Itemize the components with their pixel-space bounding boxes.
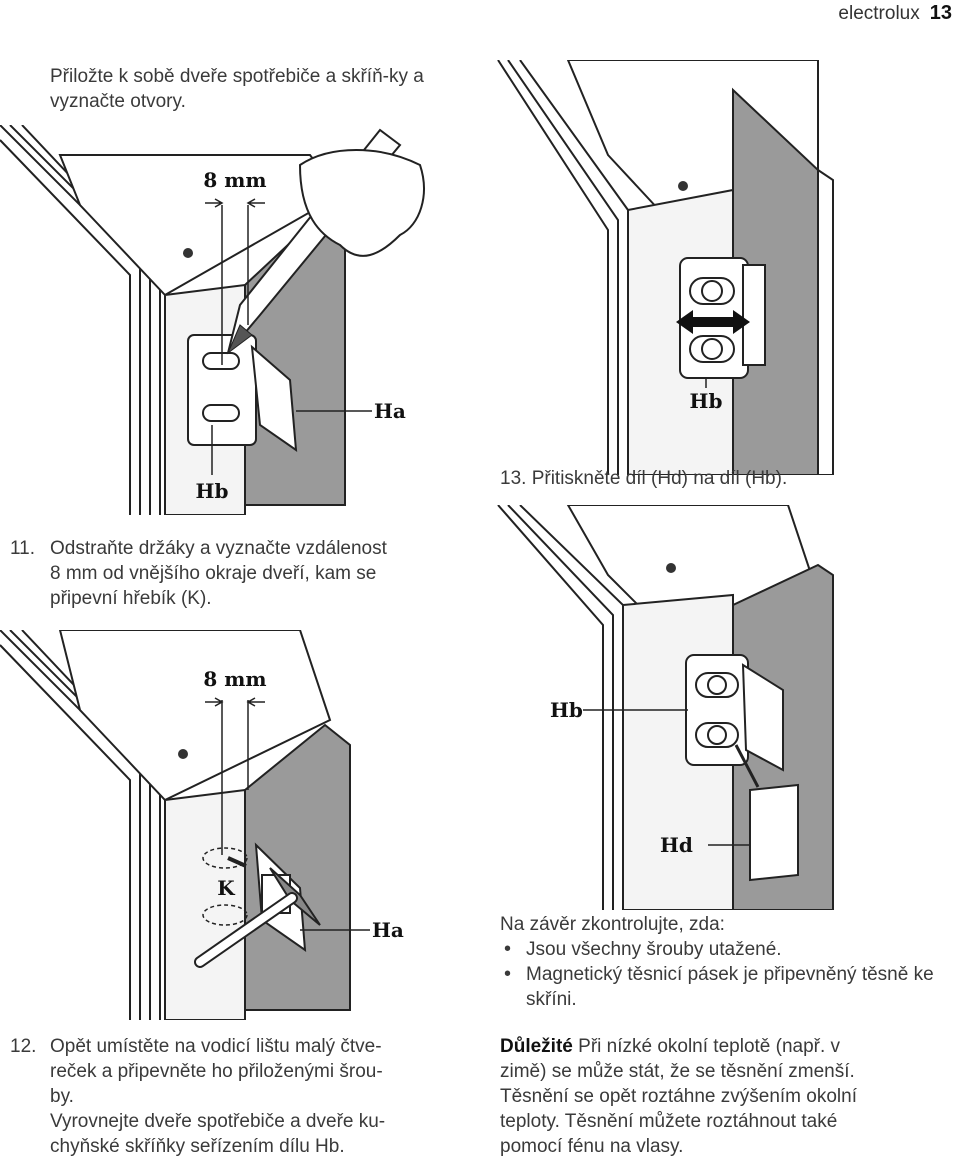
step13: 13. Přitiskněte díl (Hd) na díl (Hb). (500, 466, 940, 491)
step13-text: Přitiskněte díl (Hd) na díl (Hb). (531, 468, 788, 489)
intro-text: Přiložte k sobě dveře spotřebiče a skříň… (50, 64, 470, 114)
final-check-list: Jsou všechny šrouby utažené. Magnetický … (500, 937, 950, 1012)
final-check: Na závěr zkontrolujte, zda: Jsou všechny… (500, 912, 950, 1012)
figure-press-hd: Hb Hd (497, 505, 834, 910)
figure-adjust-bracket: Hb (497, 60, 834, 475)
check-item: Jsou všechny šrouby utažené. (500, 937, 950, 962)
important-line: pomocí fénu na vlasy. (500, 1136, 684, 1157)
step12-body: Opět umístěte na vodicí lištu malý čtve-… (50, 1034, 385, 1159)
page-number: 13 (929, 2, 952, 24)
fig3-dim-label: 8 mm (203, 667, 266, 691)
important-line: Při nízké okolní teplotě (např. v (578, 1036, 841, 1057)
page-header: electrolux 13 (838, 2, 952, 25)
step13-number: 13. (500, 468, 527, 489)
intro-paragraph: Přiložte k sobě dveře spotřebiče a skříň… (50, 66, 424, 112)
important-line: Těsnění se opět roztáhne zvýšením okolní (500, 1086, 857, 1107)
step12-line: by. (50, 1086, 74, 1107)
step12-line: Vyrovnejte dveře spotřebiče a dveře ku- (50, 1111, 386, 1132)
check-item: Magnetický těsnicí pásek je připevněný t… (500, 962, 950, 1012)
fig4-hd-label: Hd (660, 833, 693, 857)
step12-line: Opět umístěte na vodicí lištu malý čtve- (50, 1036, 382, 1057)
fig2-hb-label: Hb (690, 389, 723, 413)
brand-name: electrolux (838, 3, 920, 24)
step11-body: Odstraňte držáky a vyznačte vzdálenost 8… (50, 536, 387, 611)
fig3-k-label: K (217, 876, 235, 900)
fig3-ha-label: Ha (372, 918, 404, 942)
step11-line: Odstraňte držáky a vyznačte vzdálenost (50, 538, 387, 559)
fig1-dim-label: 8 mm (203, 168, 266, 192)
important-label: Důležité (500, 1036, 573, 1057)
step12-line: chyňské skříňky seřízením dílu Hb. (50, 1136, 345, 1157)
fig1-hb-label: Hb (196, 479, 229, 503)
important-note: Důležité Při nízké okolní teplotě (např.… (500, 1034, 950, 1159)
figure-mark-holes: 8 mm Ha Hb (0, 125, 425, 515)
step11-number: 11. (10, 538, 36, 559)
figure-nail-position: 8 mm K Ha (0, 630, 404, 1020)
step11: 11. Odstraňte držáky a vyznačte vzdáleno… (10, 536, 470, 611)
step12-number: 12. (10, 1036, 37, 1057)
important-line: teploty. Těsnění můžete roztáhnout také (500, 1111, 838, 1132)
final-check-intro: Na závěr zkontrolujte, zda: (500, 914, 725, 935)
step11-line: připevní hřebík (K). (50, 588, 212, 609)
step12: 12. Opět umístěte na vodicí lištu malý č… (10, 1034, 470, 1159)
step11-line: 8 mm od vnějšího okraje dveří, kam se (50, 563, 377, 584)
important-line: zimě) se může stát, že se těsnění zmenší… (500, 1061, 855, 1082)
fig1-ha-label: Ha (374, 399, 406, 423)
fig4-hb-label: Hb (550, 698, 583, 722)
step12-line: reček a připevněte ho přiloženými šrou- (50, 1061, 383, 1082)
